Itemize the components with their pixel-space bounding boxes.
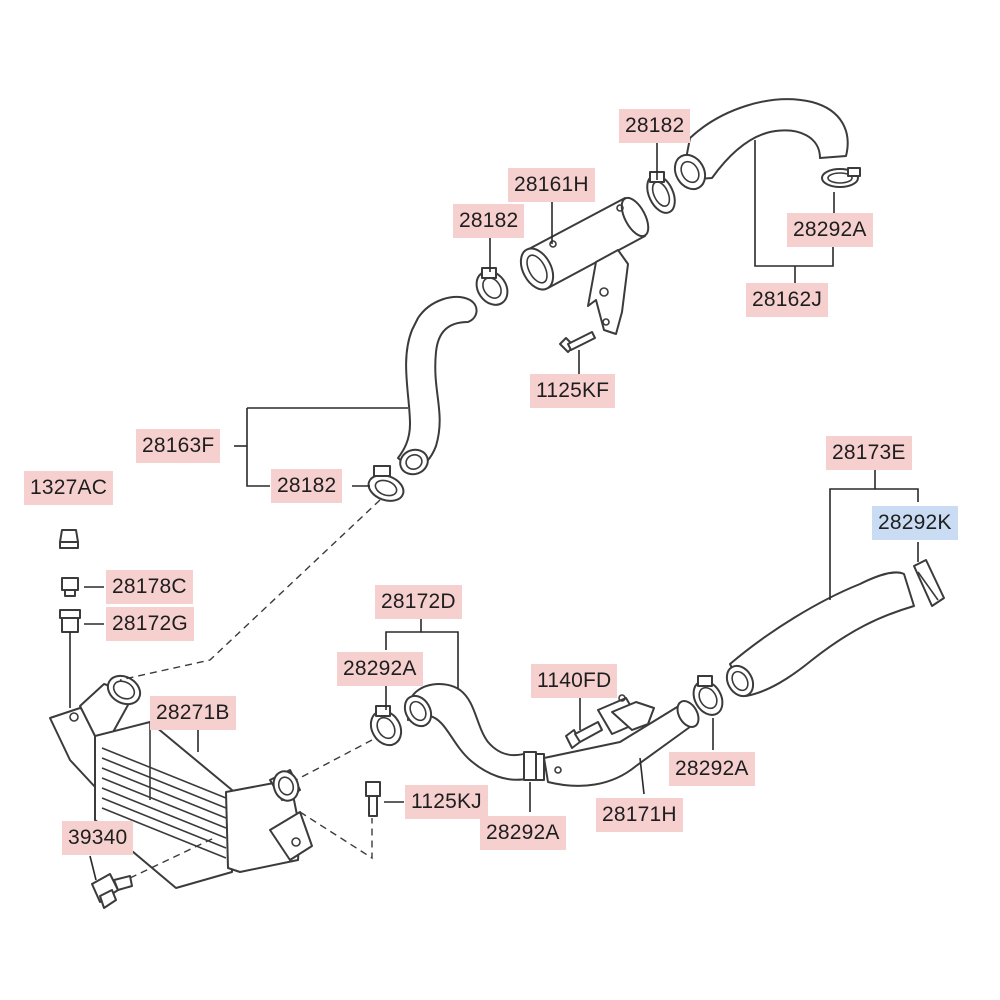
- hose-28163F[interactable]: [397, 295, 478, 478]
- label-28161H[interactable]: 28161H: [508, 168, 595, 202]
- leader-lines: [69, 140, 919, 881]
- label-28172D[interactable]: 28172D: [375, 585, 462, 619]
- hose-28173E[interactable]: [722, 571, 915, 700]
- label-28172G[interactable]: 28172G: [106, 607, 194, 641]
- label-28271B[interactable]: 28271B: [150, 696, 236, 730]
- clamp-28292A-right[interactable]: [688, 675, 729, 720]
- bracket: [587, 249, 629, 335]
- label-1140FD[interactable]: 1140FD: [531, 664, 618, 698]
- label-39340[interactable]: 39340: [62, 821, 134, 855]
- label-28178C[interactable]: 28178C: [106, 570, 193, 604]
- clamp-28292K[interactable]: [913, 559, 945, 607]
- label-28292A-top[interactable]: 28292A: [787, 213, 873, 247]
- clamp-28292A-left[interactable]: [365, 705, 407, 750]
- bolt-1125KF[interactable]: [559, 331, 596, 353]
- label-28163F[interactable]: 28163F: [136, 429, 221, 463]
- label-1125KJ[interactable]: 1125KJ: [405, 785, 488, 819]
- bolt-1125KJ[interactable]: [365, 781, 381, 817]
- label-28182-mid[interactable]: 28182: [453, 204, 525, 238]
- label-28292A-right[interactable]: 28292A: [669, 752, 755, 786]
- label-28162J[interactable]: 28162J: [746, 283, 829, 317]
- label-28292A-left[interactable]: 28292A: [337, 652, 423, 686]
- cap-1327AC[interactable]: [59, 529, 79, 549]
- label-28292A-bottom[interactable]: 28292A: [480, 816, 566, 850]
- clamp-28292A-bottom[interactable]: [523, 751, 545, 781]
- grommet-28172G[interactable]: [59, 609, 81, 633]
- sensor-39340[interactable]: [91, 873, 133, 909]
- clamp-28182-low[interactable]: [365, 465, 407, 505]
- label-1327AC[interactable]: 1327AC: [24, 471, 114, 505]
- label-28173E[interactable]: 28173E: [826, 436, 912, 470]
- label-28182-low[interactable]: 28182: [271, 469, 343, 503]
- label-28182-top[interactable]: 28182: [619, 109, 691, 143]
- label-28171H[interactable]: 28171H: [596, 798, 683, 832]
- label-28292K[interactable]: 28292K: [872, 506, 958, 540]
- label-1125KF[interactable]: 1125KF: [530, 374, 616, 408]
- upper-hose-28162J[interactable]: [669, 98, 849, 194]
- clamp-28292A-top[interactable]: [821, 167, 861, 188]
- clamp-28182-mid[interactable]: [470, 265, 514, 311]
- pipe-28161H[interactable]: [514, 194, 653, 295]
- plug-28178C[interactable]: [61, 577, 79, 597]
- pipe-28171H[interactable]: [543, 694, 703, 787]
- clamp-28182-top[interactable]: [642, 171, 681, 217]
- bolt-1140FD[interactable]: [565, 721, 603, 749]
- hose-28172D[interactable]: [400, 683, 531, 781]
